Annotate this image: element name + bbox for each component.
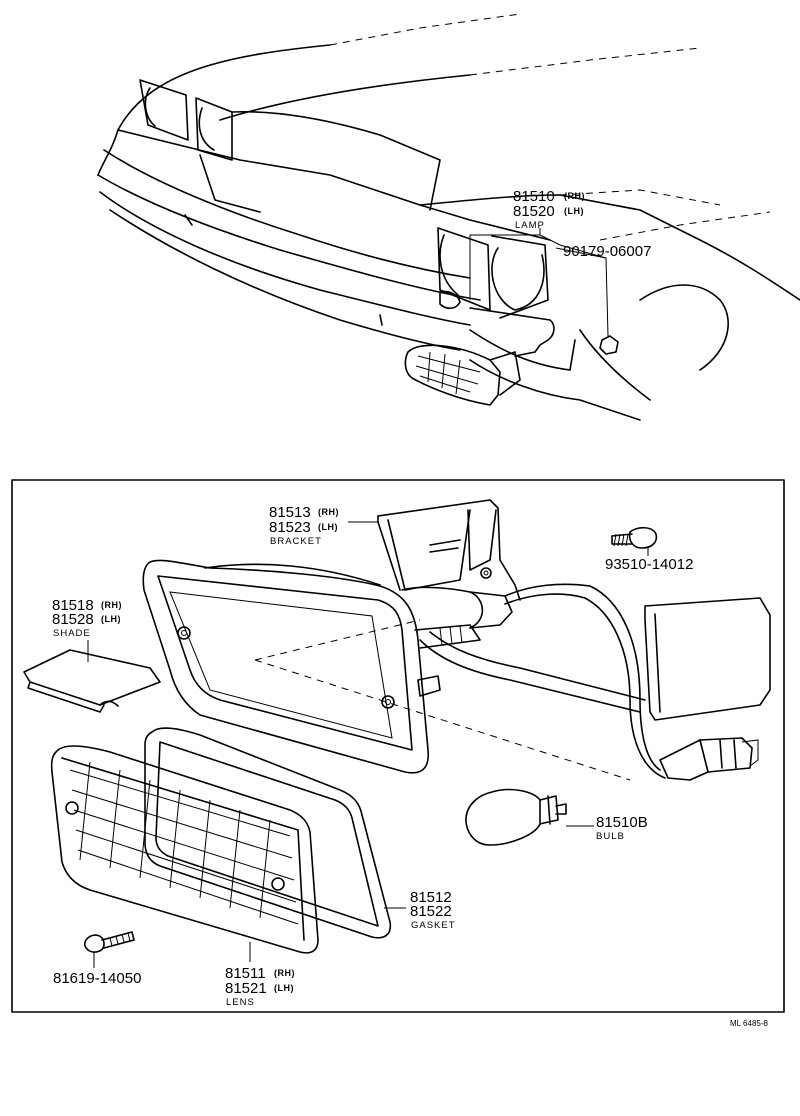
shade [23, 649, 161, 713]
svg-text:LENS: LENS [226, 997, 255, 1008]
exploded-view-frame [11, 479, 785, 1013]
bracket [377, 499, 521, 601]
svg-text:81512: 81512 [410, 889, 452, 906]
svg-text:GASKET: GASKET [411, 920, 456, 931]
svg-text:(RH): (RH) [101, 600, 122, 610]
lens [50, 745, 319, 954]
bulb-icon [465, 788, 567, 846]
label-gasket: 81512 81522 GASKET [410, 889, 456, 931]
label-lamp: 81510 (RH) 81520 (LH) LAMP [513, 188, 585, 231]
svg-text:(LH): (LH) [564, 206, 584, 216]
svg-text:BULB: BULB [596, 831, 625, 842]
svg-text:81511: 81511 [225, 965, 266, 982]
label-nut-90179: 90179-06007 [563, 243, 651, 260]
svg-text:81521: 81521 [225, 980, 267, 997]
label-shade: 81518 (RH) 81528 (LH) SHADE [52, 597, 122, 639]
connector [659, 737, 759, 781]
lamp-housing [142, 559, 666, 779]
label-bulb: 81510B BULB [596, 814, 648, 842]
svg-text:(RH): (RH) [318, 507, 339, 517]
footer-code: ML 6485-8 [730, 1019, 769, 1028]
assembly-line [254, 659, 631, 781]
svg-text:(RH): (RH) [564, 191, 585, 201]
label-lens: 81511 (RH) 81521 (LH) LENS [225, 965, 295, 1008]
label-screw-93510: 93510-14012 [605, 556, 693, 573]
screw-lens-icon [83, 931, 135, 953]
svg-text:(LH): (LH) [318, 522, 338, 532]
vehicle-front-view [97, 13, 800, 421]
svg-text:(LH): (LH) [274, 983, 294, 993]
assembly-line [254, 619, 421, 661]
svg-text:81518: 81518 [52, 597, 94, 614]
nut-icon [599, 335, 619, 355]
screw-bracket-icon [611, 526, 658, 549]
label-bracket: 81513 (RH) 81523 (LH) BRACKET [269, 504, 339, 547]
svg-text:81513: 81513 [269, 504, 311, 521]
svg-text:LAMP: LAMP [515, 220, 545, 231]
svg-text:BRACKET: BRACKET [270, 536, 322, 547]
svg-text:(LH): (LH) [101, 614, 121, 624]
svg-text:81528: 81528 [52, 611, 94, 628]
svg-text:(RH): (RH) [274, 968, 295, 978]
cover-plate [644, 597, 771, 721]
svg-text:81510B: 81510B [596, 814, 648, 831]
svg-text:81523: 81523 [269, 519, 311, 536]
svg-text:81522: 81522 [410, 903, 452, 920]
gasket [144, 727, 392, 939]
svg-text:SHADE: SHADE [53, 628, 91, 639]
svg-text:81510: 81510 [513, 188, 555, 205]
label-screw-81619: 81619-14050 [53, 970, 141, 987]
svg-text:81520: 81520 [513, 203, 555, 220]
